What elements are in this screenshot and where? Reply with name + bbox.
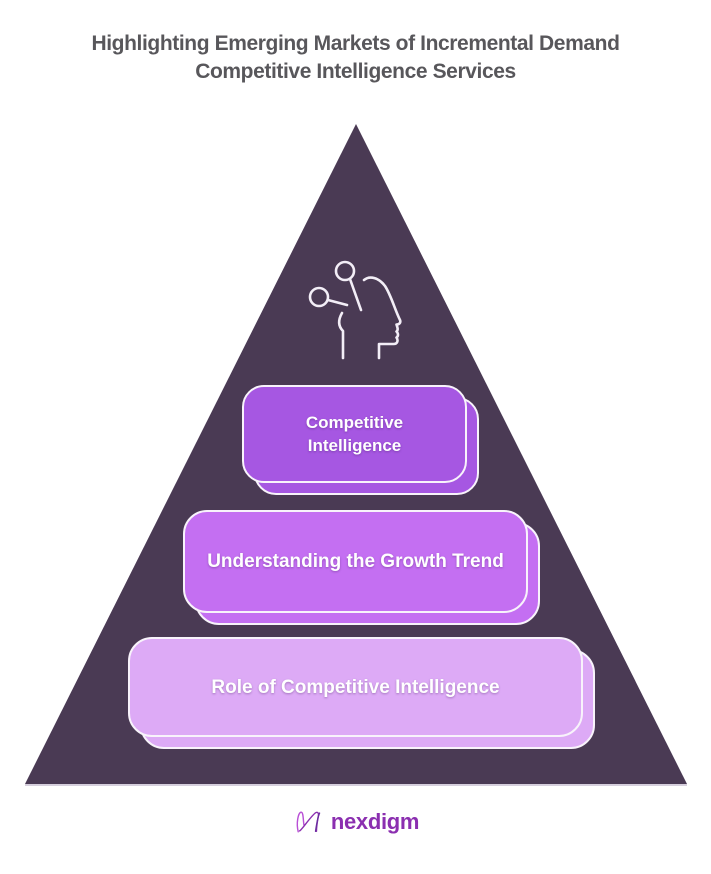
pyramid-level-growth-trend: Understanding the Growth Trend <box>183 510 540 625</box>
pin-circle-left <box>308 286 330 308</box>
pin-stick-left <box>326 298 349 307</box>
head-insight-icon <box>308 260 402 360</box>
card-front: Understanding the Growth Trend <box>183 510 528 613</box>
card-front: Role of Competitive Intelligence <box>128 637 583 737</box>
pyramid-level-role-of-ci: Role of Competitive Intelligence <box>128 637 595 749</box>
neck-outline <box>337 311 345 360</box>
level-label: Role of Competitive Intelligence <box>211 676 500 698</box>
pin-stick-top <box>348 277 363 312</box>
head-profile-outline <box>362 276 402 360</box>
level-label: Understanding the Growth Trend <box>207 551 504 572</box>
title-line-1: Highlighting Emerging Markets of Increme… <box>91 32 620 55</box>
level-label: Competitive Intelligence <box>305 413 404 455</box>
title-line-2: Competitive Intelligence Services <box>195 60 516 83</box>
pin-circle-top <box>334 260 356 282</box>
card-front: Competitive Intelligence <box>242 385 467 483</box>
page-title: Highlighting Emerging Markets of Increme… <box>0 30 711 86</box>
nexdigm-logo-icon <box>296 811 321 833</box>
brand-footer: nexdigm <box>0 800 711 844</box>
pyramid-level-competitive-intelligence: Competitive Intelligence <box>242 385 479 495</box>
brand-name: nexdigm <box>330 809 420 834</box>
